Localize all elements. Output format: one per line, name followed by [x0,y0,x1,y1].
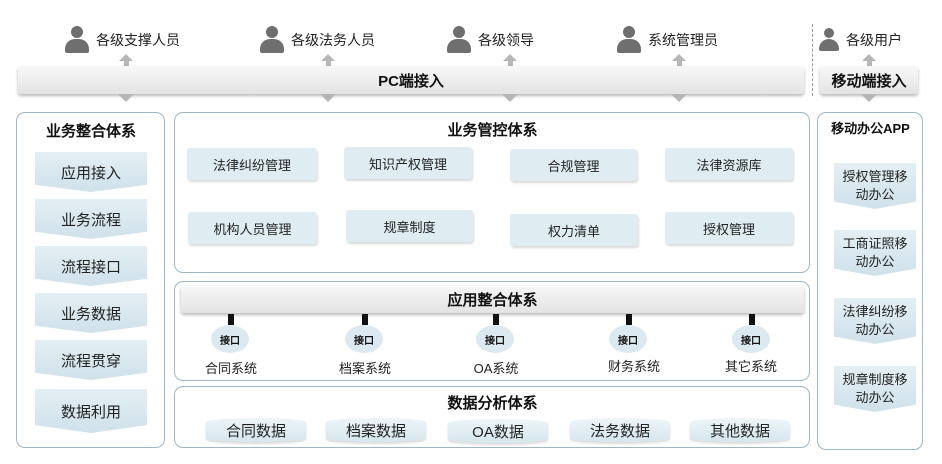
control-item: 知识产权管理 [344,147,472,179]
mobile-access-label: 移动端接入 [831,72,907,90]
app-integration-title-bar: 应用整合体系 [181,285,804,313]
control-item: 法律资源库 [665,148,793,180]
data-analysis-title: 数据分析体系 [447,395,538,412]
control-item: 合规管理 [510,149,637,181]
integration-item: 流程贯穿 [35,340,147,380]
divider [812,24,813,96]
up-arrow-icon [321,54,335,67]
user-label: 各级支撑人员 [96,32,180,48]
user-leaders: 各级领导 [446,26,534,54]
down-arrow-icon [320,94,336,102]
up-arrow-icon [503,54,517,67]
down-arrow-icon [502,94,518,102]
system-label: 档案系统 [338,361,391,376]
mobile-app-item: 规章制度移动办公 [834,366,916,412]
person-icon [259,26,285,54]
interface-label: 接口 [609,325,647,353]
system-label: OA系统 [473,361,519,376]
user-label: 各级领导 [478,32,534,48]
mobile-user-label: 各级用户 [846,32,902,48]
interface-label: 接口 [211,325,249,353]
user-label: 系统管理员 [648,32,718,48]
up-arrow-icon [672,54,686,67]
mobile-app-item: 授权管理移动办公 [834,163,916,209]
person-icon [818,28,840,52]
app-integration-title: 应用整合体系 [447,291,538,309]
up-arrow-icon [862,54,876,67]
integration-item: 应用接入 [35,152,147,192]
down-arrow-icon [861,94,877,102]
interface-label: 接口 [732,325,770,353]
data-item: 法务数据 [570,418,670,442]
interface-label: 接口 [476,325,514,353]
control-item: 机构人员管理 [188,212,317,244]
system-label: 财务系统 [607,359,660,374]
business-control-panel [174,112,810,273]
user-label: 各级法务人员 [291,32,375,48]
interface-node: 接口 [732,314,772,353]
control-item: 授权管理 [665,212,793,244]
interface-node: 接口 [345,314,385,353]
pc-access-label: PC端接入 [378,72,444,90]
data-item: 其他数据 [690,418,790,442]
user-legal-staff: 各级法务人员 [259,26,375,54]
user-sys-admin: 系统管理员 [616,26,718,54]
mobile-app-item: 工商证照移动办公 [834,230,916,276]
interface-node: 接口 [476,314,516,353]
integration-item: 业务数据 [35,293,147,333]
data-item: 档案数据 [326,418,426,442]
up-arrow-icon [119,54,133,67]
business-control-title: 业务管控体系 [447,122,538,139]
interface-label: 接口 [345,325,383,353]
system-label: 其它系统 [724,359,777,374]
interface-node: 接口 [211,314,251,353]
system-label: 合同系统 [204,361,257,376]
integration-item: 数据利用 [35,389,147,433]
pc-access-bar: PC端接入 [18,66,804,94]
integration-item: 业务流程 [35,199,147,239]
data-item: 合同数据 [206,418,306,442]
control-item: 权力清单 [510,214,638,246]
user-support-staff: 各级支撑人员 [64,26,180,54]
mobile-app-item: 法律纠纷移动办公 [834,298,916,344]
person-icon [64,26,90,54]
control-item: 规章制度 [346,210,473,242]
down-arrow-icon [671,94,687,102]
mobile-user: 各级用户 [818,28,902,52]
interface-node: 接口 [609,314,649,353]
business-integration-title: 业务整合体系 [45,123,136,140]
person-icon [446,26,472,54]
person-icon [616,26,642,54]
mobile-access-bar: 移动端接入 [820,66,918,94]
down-arrow-icon [118,94,134,102]
integration-item: 流程接口 [35,246,147,286]
control-item: 法律纠纷管理 [187,148,317,180]
data-item: OA数据 [448,419,548,443]
mobile-app-title: 移动办公APP [831,121,910,136]
